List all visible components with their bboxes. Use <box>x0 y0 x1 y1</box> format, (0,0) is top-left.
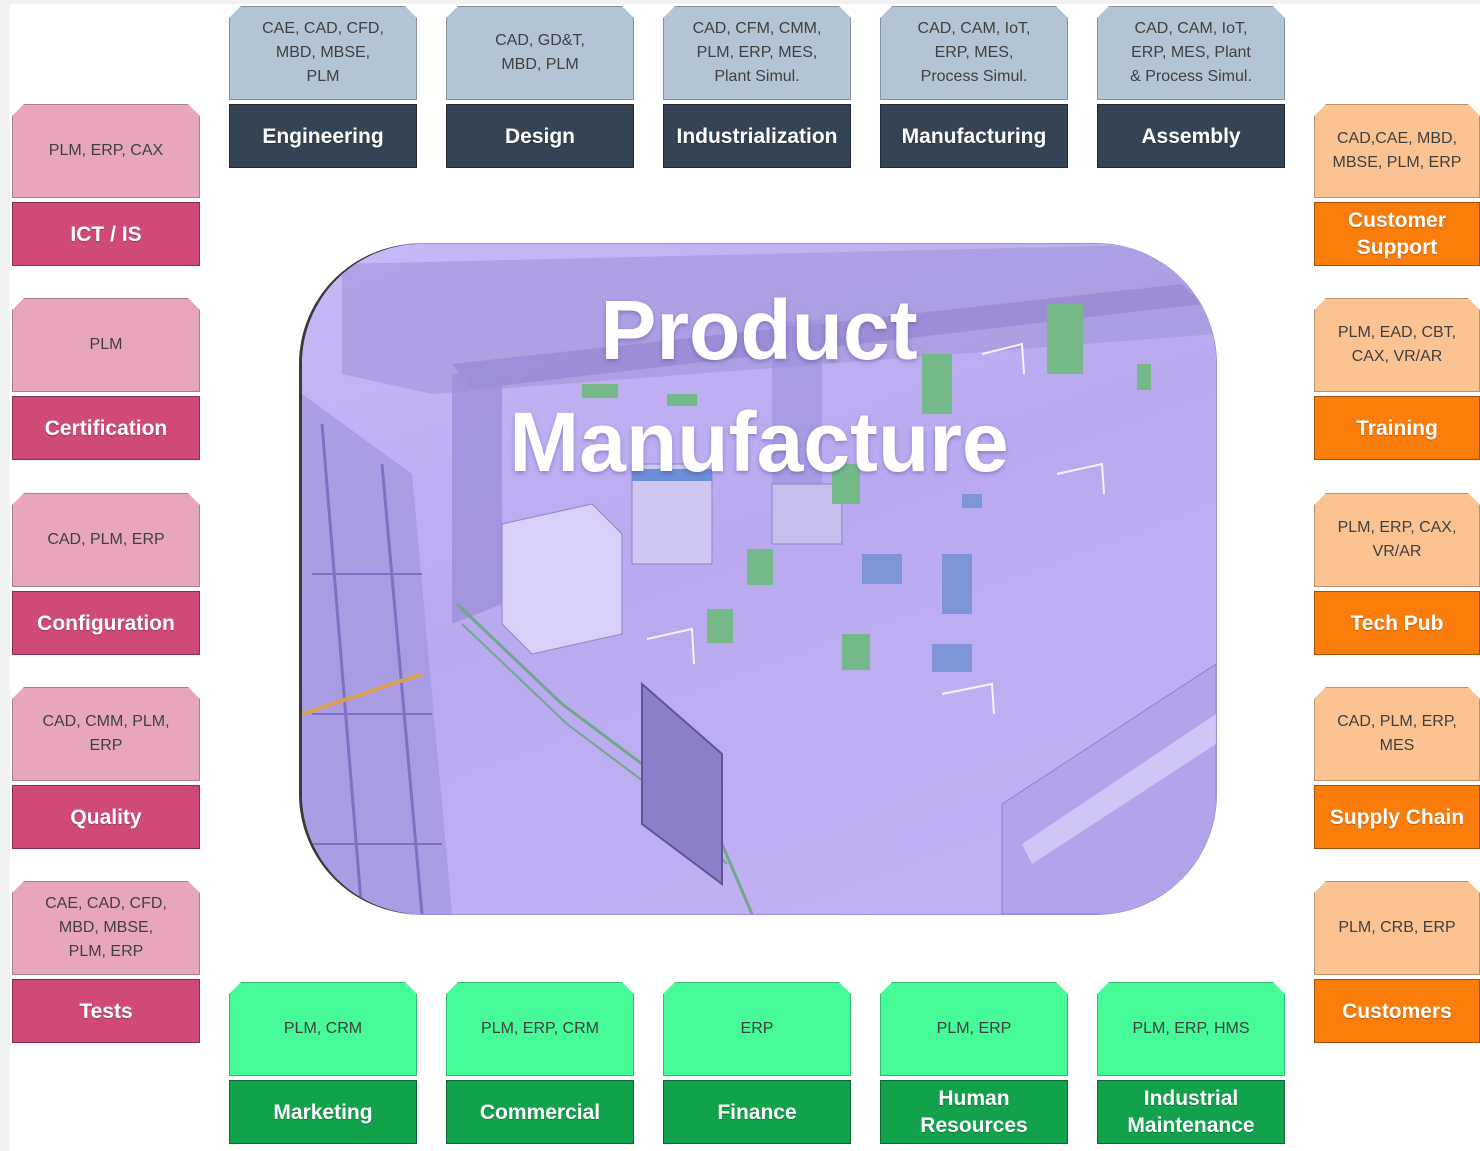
card-assembly: CAD, CAM, IoT, ERP, MES, Plant & Process… <box>1097 6 1285 168</box>
card-manufacturing: CAD, CAM, IoT, ERP, MES, Process Simul. … <box>880 6 1068 168</box>
card-design: CAD, GD&T, MBD, PLM Design <box>446 6 634 168</box>
card-supply-chain: CAD, PLM, ERP, MES Supply Chain <box>1314 687 1480 849</box>
card-training: PLM, EAD, CBT, CAX, VR/AR Training <box>1314 298 1480 460</box>
card-label: Industrial Maintenance <box>1097 1080 1285 1144</box>
card-label: Industrialization <box>663 104 851 168</box>
card-tools: PLM, ERP, CAX, VR/AR <box>1314 493 1480 587</box>
card-marketing: PLM, CRM Marketing <box>229 982 417 1144</box>
card-label: Customer Support <box>1314 202 1480 266</box>
card-finance: ERP Finance <box>663 982 851 1144</box>
card-tools: CAD, CMM, PLM, ERP <box>12 687 200 781</box>
product-manufacture-panel: Product Manufacture <box>302 244 1216 914</box>
card-tools: ERP <box>663 982 851 1076</box>
card-commercial: PLM, ERP, CRM Commercial <box>446 982 634 1144</box>
card-label: Tech Pub <box>1314 591 1480 655</box>
card-tools: PLM, ERP, HMS <box>1097 982 1285 1076</box>
card-ict-is: PLM, ERP, CAX ICT / IS <box>12 104 200 266</box>
card-tools: PLM, ERP, CAX <box>12 104 200 198</box>
card-quality: CAD, CMM, PLM, ERP Quality <box>12 687 200 849</box>
card-tools: CAD, CAM, IoT, ERP, MES, Process Simul. <box>880 6 1068 100</box>
card-tools: CAE, CAD, CFD, MBD, MBSE, PLM, ERP <box>12 881 200 975</box>
card-tools: PLM, ERP <box>880 982 1068 1076</box>
card-tools: CAD, CFM, CMM, PLM, ERP, MES, Plant Simu… <box>663 6 851 100</box>
card-tools: CAD,CAE, MBD, MBSE, PLM, ERP <box>1314 104 1480 198</box>
factory-floor-illustration <box>302 244 1216 914</box>
card-human-resources: PLM, ERP Human Resources <box>880 982 1068 1144</box>
card-industrial-maintenance: PLM, ERP, HMS Industrial Maintenance <box>1097 982 1285 1144</box>
card-tools: CAD, PLM, ERP, MES <box>1314 687 1480 781</box>
card-label: Tests <box>12 979 200 1043</box>
card-label: Human Resources <box>880 1080 1068 1144</box>
card-tools: CAD, GD&T, MBD, PLM <box>446 6 634 100</box>
card-tools: CAD, CAM, IoT, ERP, MES, Plant & Process… <box>1097 6 1285 100</box>
card-label: Commercial <box>446 1080 634 1144</box>
card-label: Certification <box>12 396 200 460</box>
card-tools: CAD, PLM, ERP <box>12 493 200 587</box>
card-customer-support: CAD,CAE, MBD, MBSE, PLM, ERP Customer Su… <box>1314 104 1480 266</box>
card-label: ICT / IS <box>12 202 200 266</box>
card-engineering: CAE, CAD, CFD, MBD, MBSE, PLM Engineerin… <box>229 6 417 168</box>
card-tools: PLM, EAD, CBT, CAX, VR/AR <box>1314 298 1480 392</box>
card-tools: CAE, CAD, CFD, MBD, MBSE, PLM <box>229 6 417 100</box>
card-configuration: CAD, PLM, ERP Configuration <box>12 493 200 655</box>
card-industrialization: CAD, CFM, CMM, PLM, ERP, MES, Plant Simu… <box>663 6 851 168</box>
panel-title-line2: Manufacture <box>509 395 1009 489</box>
card-label: Engineering <box>229 104 417 168</box>
card-label: Finance <box>663 1080 851 1144</box>
card-label: Manufacturing <box>880 104 1068 168</box>
card-tech-pub: PLM, ERP, CAX, VR/AR Tech Pub <box>1314 493 1480 655</box>
panel-title-line1: Product <box>600 283 918 377</box>
card-tools: PLM, CRB, ERP <box>1314 881 1480 975</box>
card-label: Supply Chain <box>1314 785 1480 849</box>
card-tools: PLM, CRM <box>229 982 417 1076</box>
card-label: Quality <box>12 785 200 849</box>
card-label: Customers <box>1314 979 1480 1043</box>
card-label: Design <box>446 104 634 168</box>
card-label: Configuration <box>12 591 200 655</box>
card-certification: PLM Certification <box>12 298 200 460</box>
card-tools: PLM <box>12 298 200 392</box>
card-tests: CAE, CAD, CFD, MBD, MBSE, PLM, ERP Tests <box>12 881 200 1043</box>
card-customers: PLM, CRB, ERP Customers <box>1314 881 1480 1043</box>
card-tools: PLM, ERP, CRM <box>446 982 634 1076</box>
card-label: Marketing <box>229 1080 417 1144</box>
card-label: Assembly <box>1097 104 1285 168</box>
card-label: Training <box>1314 396 1480 460</box>
